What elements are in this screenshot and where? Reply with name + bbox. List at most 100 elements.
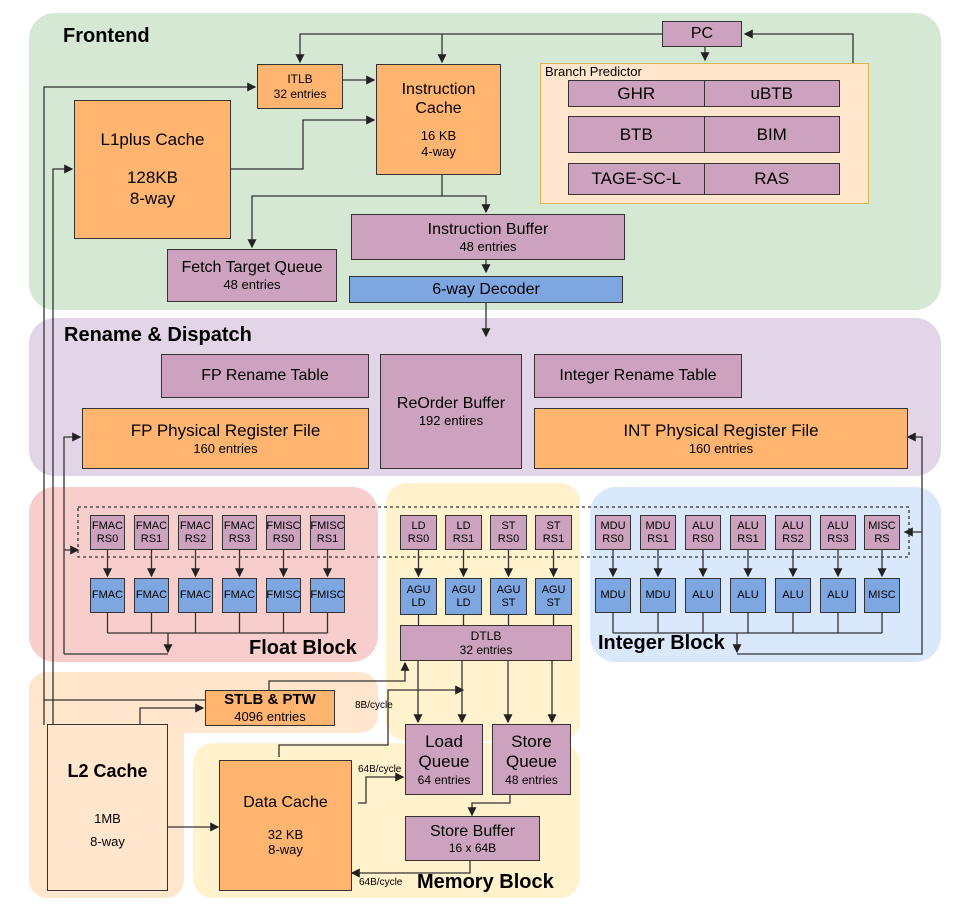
ibuf-label: Instruction Buffer: [427, 220, 549, 238]
bandwidth-8b-label: 8B/cycle: [355, 700, 393, 711]
store-buffer-box: Store Buffer 16 x 64B: [405, 816, 540, 861]
int-rs-6-line1: MISC: [868, 519, 896, 532]
float-unit-1-line1: FMAC: [135, 589, 168, 602]
reorder-buffer-box: ReOrder Buffer 192 entires: [380, 354, 522, 469]
ftq-label: Fetch Target Queue: [181, 259, 323, 277]
mem-rs-2-line1: ST: [501, 519, 516, 532]
int-rename-table-box: Integer Rename Table: [534, 354, 742, 398]
pc-box: PC: [662, 21, 742, 47]
bandwidth-64b-out-label: 64B/cycle: [359, 877, 403, 888]
float-unit-5-line1: FMISC: [310, 589, 345, 602]
agu-0-line2: LD: [411, 596, 426, 609]
bp-row-tage-ras: TAGE-SC-L RAS: [568, 163, 840, 195]
stlb-detail: 4096 entries: [234, 709, 306, 725]
float-rs-1-line1: FMAC: [135, 519, 168, 532]
sq-label-2: Queue: [505, 752, 558, 772]
ubtb-cell: uBTB: [750, 83, 794, 103]
float-rs-1-line2: RS1: [140, 532, 163, 545]
sq-label-1: Store: [511, 731, 552, 751]
icache-size: 16 KB: [420, 128, 457, 144]
int-unit-1-line1: MDU: [645, 589, 671, 602]
store-queue-box: Store Queue 48 entries: [492, 724, 571, 795]
int-unit-3: ALU: [730, 578, 766, 613]
pc-label: PC: [690, 25, 714, 43]
load-queue-box: Load Queue 64 entries: [405, 724, 483, 795]
fp-prf-detail: 160 entries: [193, 440, 258, 456]
sbuf-detail: 16 x 64B: [448, 840, 497, 855]
mem-rs-0-line1: LD: [411, 519, 426, 532]
agu-1-line2: LD: [456, 596, 471, 609]
float-rs-3-line2: RS3: [228, 532, 251, 545]
int-rs-4-line2: RS2: [782, 532, 804, 545]
float-unit-0-line1: FMAC: [91, 589, 124, 602]
bandwidth-64b-in-label: 64B/cycle: [358, 764, 402, 775]
sq-detail: 48 entries: [505, 772, 558, 787]
int-unit-0: MDU: [595, 578, 631, 613]
mem-rs-3-line1: ST: [546, 519, 561, 532]
branch-predictor-title: Branch Predictor: [545, 64, 642, 79]
itlb-label: ITLB: [287, 72, 313, 87]
agu-3-line2: ST: [546, 596, 561, 609]
int-unit-6-line1: MISC: [868, 589, 896, 602]
dtlb-detail: 32 entries: [459, 643, 513, 657]
integer-block-title: Integer Block: [598, 632, 725, 654]
icache-ways: 4-way: [421, 143, 456, 159]
float-unit-4: FMISC: [266, 578, 301, 613]
float-rs-4-line2: RS0: [272, 532, 295, 545]
fp-prf-box: FP Physical Register File 160 entries: [82, 408, 369, 469]
mem-rs-0-line2: RS0: [407, 532, 430, 545]
int-unit-3-line1: ALU: [737, 589, 759, 602]
bp-row-ghr-ubtb: GHR uBTB: [568, 80, 840, 107]
agu-2-line2: ST: [501, 596, 516, 609]
decoder-box: 6-way Decoder: [349, 276, 623, 303]
bim-cell: BIM: [756, 124, 787, 144]
memory-block-title: Memory Block: [417, 871, 554, 893]
float-unit-1: FMAC: [134, 578, 169, 613]
int-unit-5-line1: ALU: [827, 589, 849, 602]
ghr-cell: GHR: [569, 81, 705, 106]
agu-3-line1: AGU: [541, 583, 566, 596]
int-rs-6-line2: RS: [874, 532, 890, 545]
int-rs-4-line1: ALU: [782, 519, 804, 532]
float-block-title: Float Block: [249, 637, 357, 659]
float-block-region: [29, 487, 378, 662]
l1plus-ways: 8-way: [129, 188, 176, 208]
frontend-title: Frontend: [63, 25, 150, 47]
float-rs-4-line1: FMISC: [266, 519, 301, 532]
instruction-cache-box: Instruction Cache 16 KB 4-way: [376, 64, 501, 175]
l1plus-size: 128KB: [126, 168, 179, 188]
agu-0-line1: AGU: [406, 583, 431, 596]
tage-sc-l-cell: TAGE-SC-L: [569, 164, 705, 194]
int-prf-box: INT Physical Register File 160 entries: [534, 408, 908, 469]
dcache-ways: 8-way: [268, 842, 303, 858]
l1plus-label: L1plus Cache: [100, 129, 205, 149]
int-rs-3-line1: ALU: [737, 519, 759, 532]
int-rs-5-line2: RS3: [827, 532, 849, 545]
rob-label: ReOrder Buffer: [396, 395, 506, 413]
dtlb-box: DTLB 32 entries: [400, 625, 572, 661]
float-rs-0-line1: FMAC: [91, 519, 124, 532]
icache-label: Instruction Cache: [401, 80, 476, 117]
float-rs-2-line1: FMAC: [179, 519, 212, 532]
fetch-target-queue-box: Fetch Target Queue 48 entries: [167, 249, 337, 302]
float-unit-2-line1: FMAC: [179, 589, 212, 602]
itlb-detail: 32 entries: [273, 86, 327, 101]
fp-prf-label: FP Physical Register File: [130, 420, 321, 440]
int-unit-6: MISC: [864, 578, 900, 613]
data-cache-box: Data Cache 32 KB 8-way: [219, 760, 352, 891]
